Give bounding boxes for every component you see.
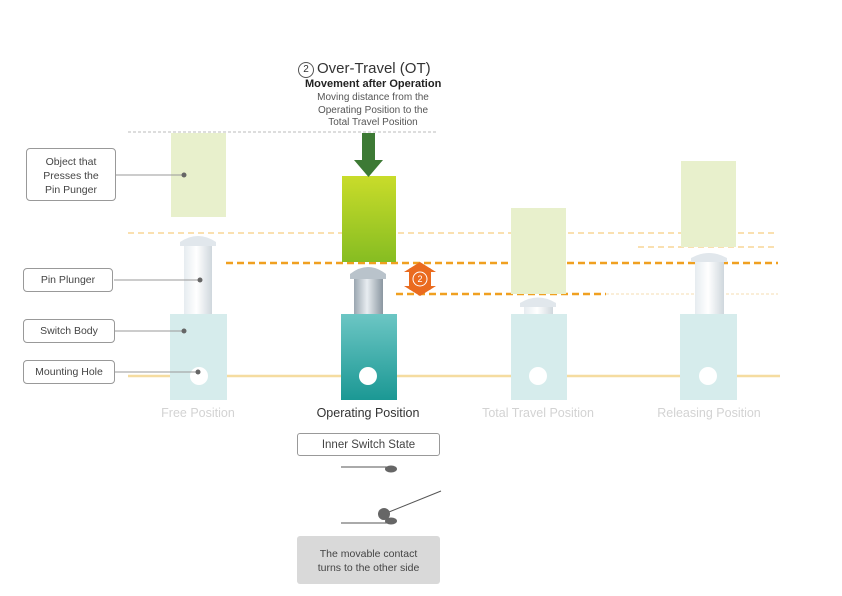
position-releasing: Releasing Position xyxy=(657,406,761,420)
position-operating: Operating Position xyxy=(316,406,420,420)
ot-marker-number: 2 xyxy=(417,274,423,284)
page-subtitle: Movement after Operation xyxy=(305,78,442,90)
free-body xyxy=(170,314,227,400)
total-mount-hole xyxy=(529,367,547,385)
total-body xyxy=(511,314,567,400)
total-plunger-cap xyxy=(520,297,556,307)
label-mounting-hole: Mounting Hole xyxy=(23,360,115,384)
operating-plunger-cap xyxy=(350,267,386,279)
title-number: 2 xyxy=(298,62,314,78)
position-total-travel: Total Travel Position xyxy=(482,406,594,420)
operating-plunger xyxy=(354,279,383,316)
inner-switch-state-label: Inner Switch State xyxy=(297,433,440,456)
label-switch-body: Switch Body xyxy=(23,319,115,343)
label-object: Object that Presses the Pin Punger xyxy=(26,148,116,201)
release-body xyxy=(680,314,737,400)
release-mount-hole xyxy=(699,367,717,385)
release-plunger xyxy=(695,262,724,316)
free-mount-hole xyxy=(190,367,208,385)
release-object xyxy=(681,161,736,247)
operating-body xyxy=(341,314,397,400)
press-arrow-head xyxy=(354,160,383,177)
total-object xyxy=(511,208,566,294)
release-plunger-cap xyxy=(691,253,727,262)
contact-note: The movable contact turns to the other s… xyxy=(297,536,440,584)
inner-switch-schematic xyxy=(341,465,442,525)
press-arrow-shaft xyxy=(362,133,375,163)
operating-mount-hole xyxy=(359,367,377,385)
title-text: Over-Travel (OT) xyxy=(317,60,431,77)
operating-object xyxy=(342,176,396,262)
free-plunger-cap xyxy=(180,236,216,246)
position-free: Free Position xyxy=(161,406,235,420)
page-description: Moving distance from the Operating Posit… xyxy=(317,92,429,128)
label-pin-plunger: Pin Plunger xyxy=(23,268,113,292)
